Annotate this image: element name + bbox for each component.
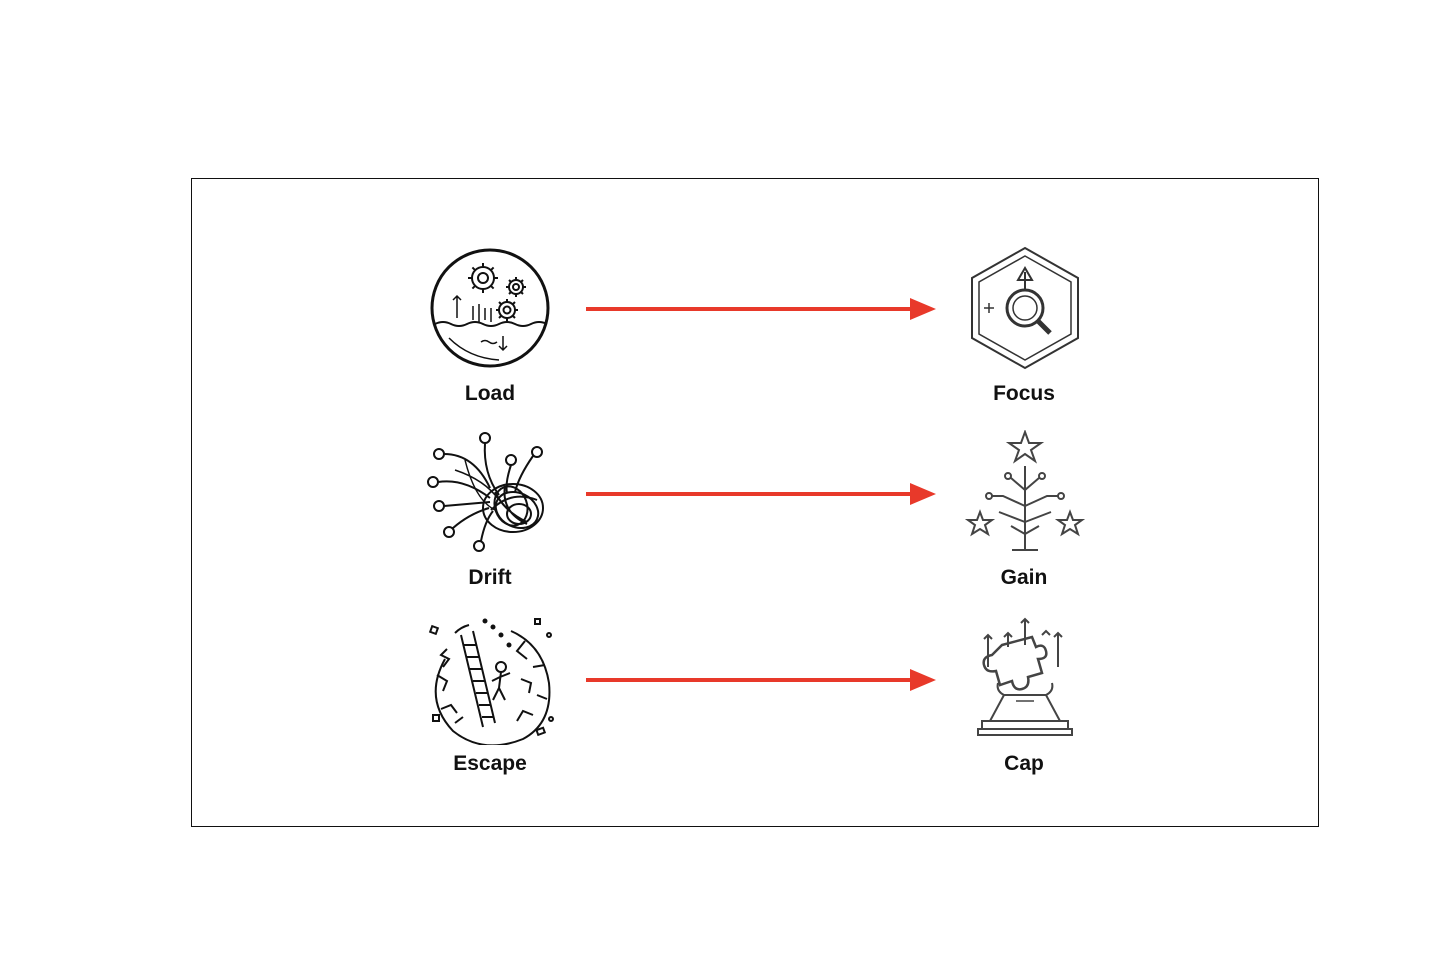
ladder-climber-icon: [425, 615, 555, 745]
label-escape: Escape: [453, 752, 527, 775]
label-drift: Drift: [468, 566, 512, 589]
gears-in-water-icon: [425, 246, 555, 376]
label-load: Load: [464, 382, 516, 405]
label-cap: Cap: [1004, 752, 1044, 775]
star-tree-icon: [960, 430, 1090, 560]
magnifier-hexagon-icon: [960, 246, 1090, 376]
diagram-frame: [191, 178, 1319, 827]
label-focus: Focus: [993, 382, 1055, 405]
tangled-network-icon: [425, 430, 555, 560]
arrow-load-to-focus: [584, 294, 940, 324]
arrow-drift-to-gain: [584, 479, 940, 509]
label-gain: Gain: [1000, 566, 1048, 589]
arrow-escape-to-cap: [584, 665, 940, 695]
puzzle-trophy-icon: [960, 615, 1090, 745]
